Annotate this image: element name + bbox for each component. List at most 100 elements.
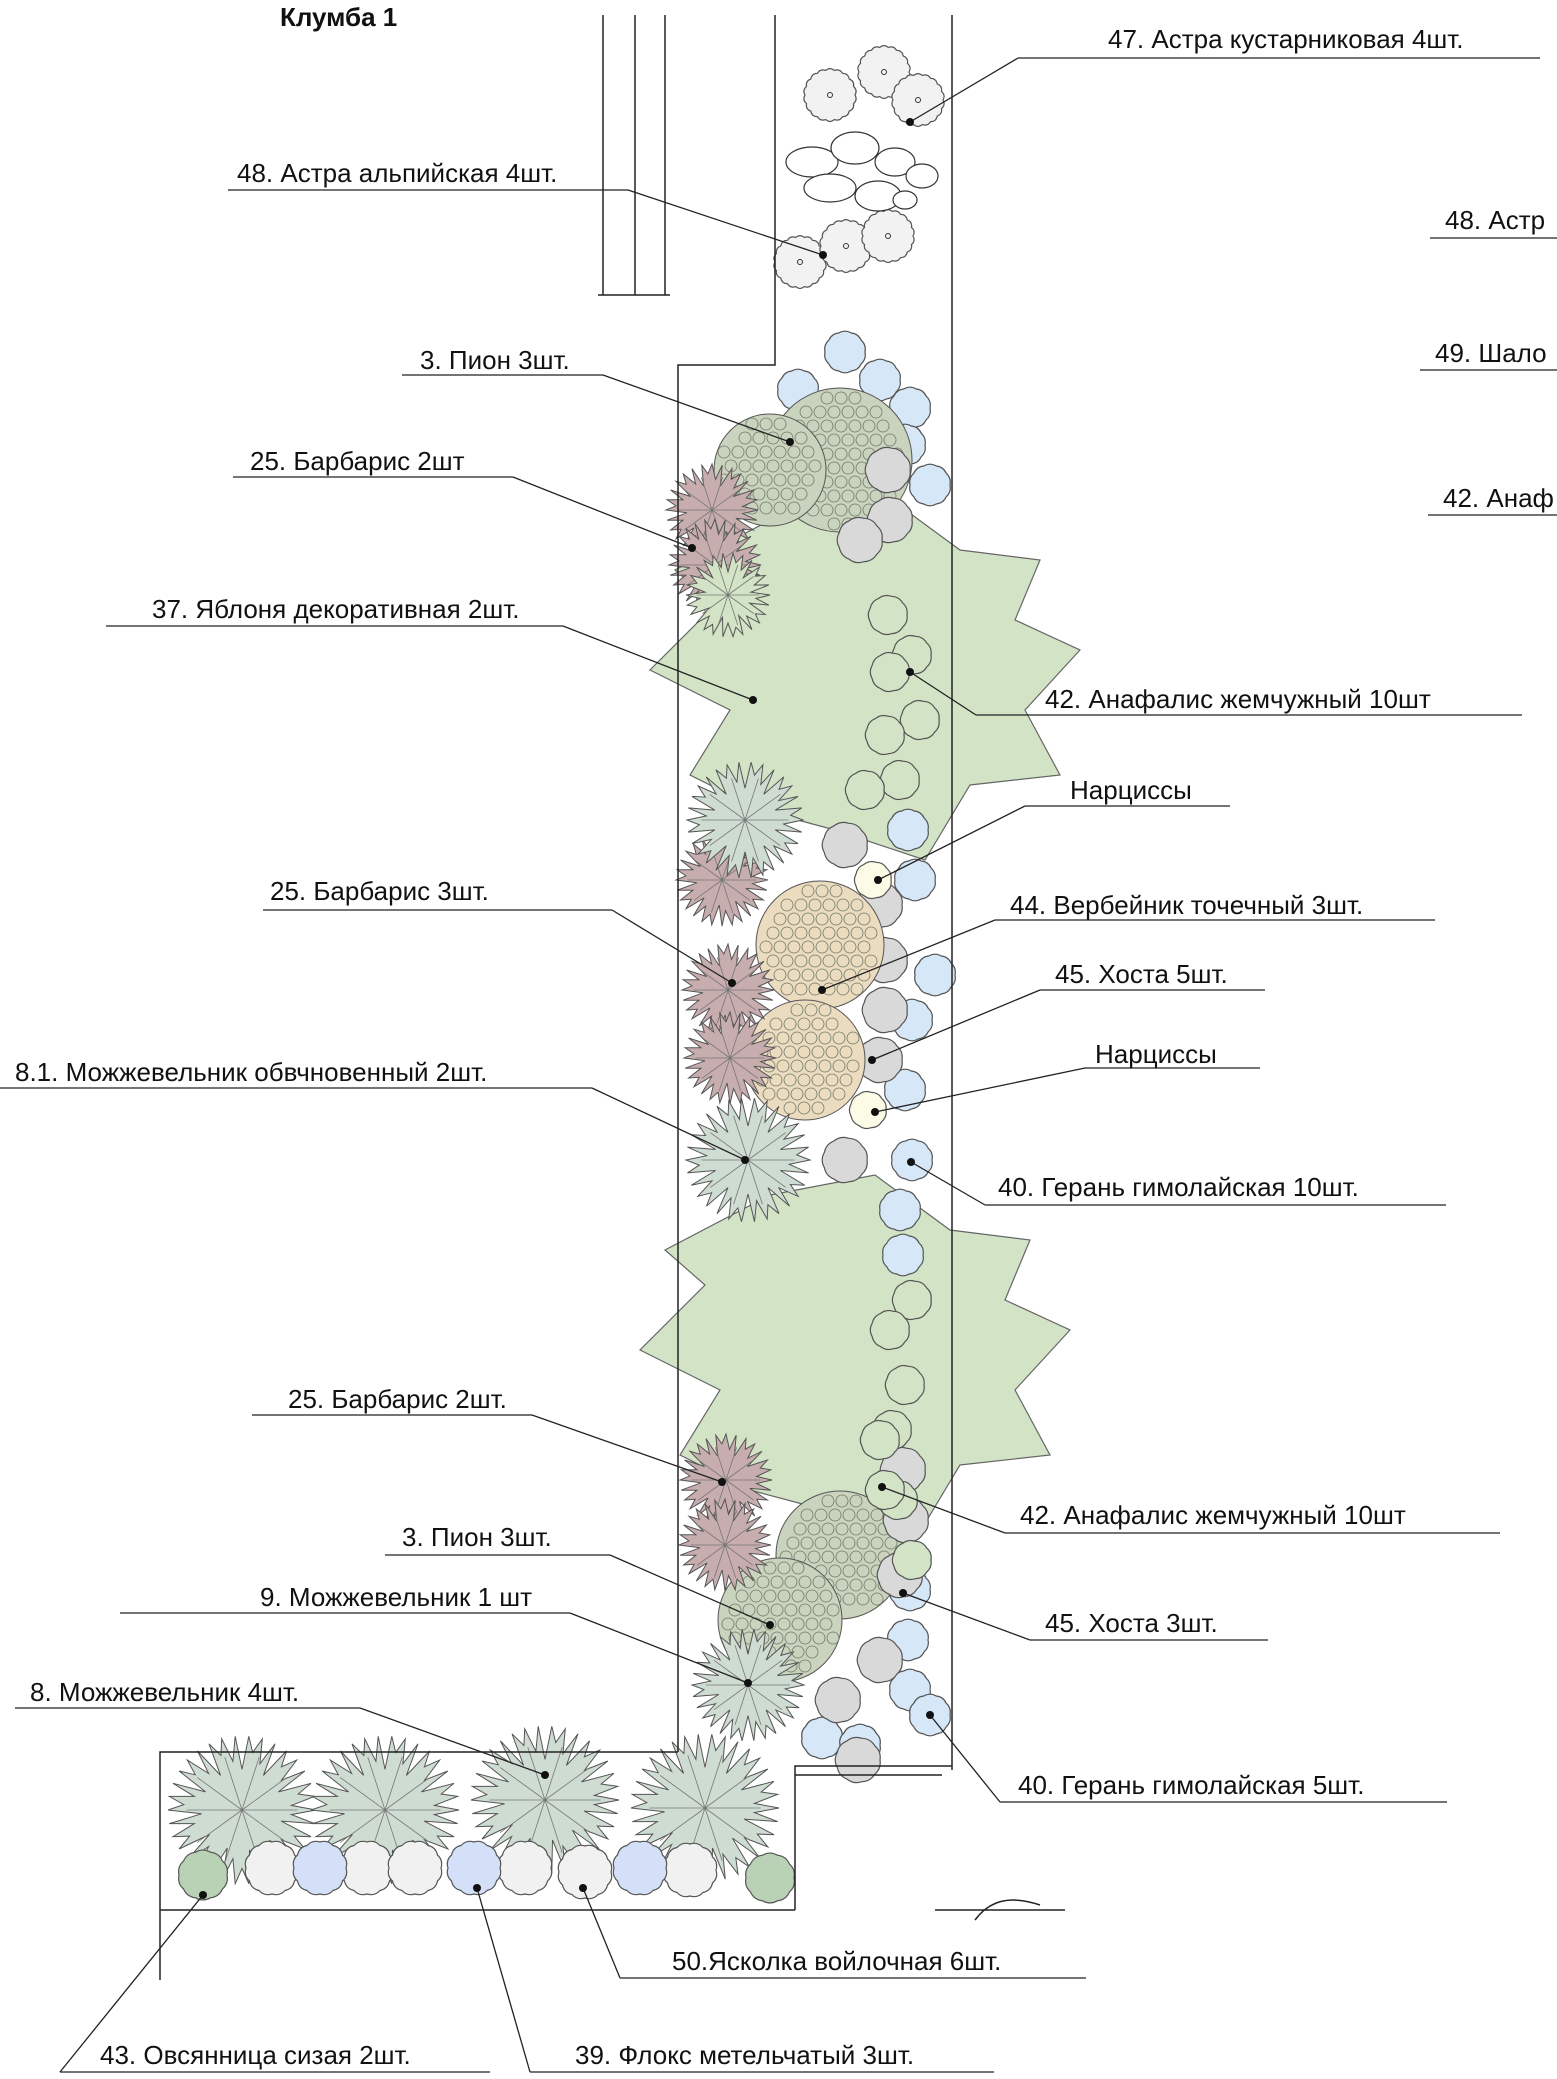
peony-cluster-cell [834,391,848,405]
barberry-shrub-branch [697,1459,727,1481]
barberry-shrub-branch [683,509,713,531]
juniper-shrub-branch [747,1659,783,1686]
leader-dot [541,1771,549,1779]
barberry-shrub-branch [713,1512,726,1546]
juniper-shrub-branch [704,1775,751,1809]
loosestrife-cluster-cell [787,912,801,926]
plant-label: 25. Барбарис 2шт. [288,1384,507,1414]
aster-center [843,243,849,249]
juniper-shrub-branch [339,1777,386,1811]
peony-cluster-cell [805,1589,819,1603]
peony-cluster-cell [848,391,862,405]
plant-label: 42. Анафалис жемчужный 10шт [1020,1500,1406,1530]
leader-dot [473,1884,481,1892]
corner-fragment [935,1899,1065,1921]
juniper-shrub-branch [710,1132,749,1161]
peony-cluster-cell [793,1522,807,1536]
leader-line [910,1161,986,1206]
barberry-shrub-branch [711,477,724,511]
loosestrife-cluster-cell [769,1017,783,1031]
barberry-shrub-green-branch [727,594,739,626]
cerastium-plant [557,1844,613,1900]
peony-cluster-cell [784,1575,798,1589]
juniper-shrub-branch [734,1644,749,1686]
loosestrife-cluster-cell [839,1073,853,1087]
barberry-shrub-branch [727,989,757,1011]
cerastium-plant [662,1842,718,1898]
peony-cluster-cell [777,1561,791,1575]
juniper-shrub-branch [339,1809,386,1843]
peony-cluster-cell [791,1561,805,1575]
barberry-shrub-branch [693,879,723,901]
juniper-shrub-branch [747,1115,763,1161]
peony-cluster-cell [756,1603,770,1617]
peony-cluster-cell [798,1631,812,1645]
loosestrife-cluster-cell [776,1059,790,1073]
daffodil-plant [853,860,892,900]
loosestrife-cluster-cell [843,912,857,926]
juniper-shrub-branch [384,1809,431,1843]
barberry-shrub-green-branch [727,576,754,596]
peony-cluster-cell [752,431,766,445]
loosestrife-cluster-cell [773,940,787,954]
barberry-shrub-branch [714,1447,727,1481]
peony-cluster-cell [766,459,780,473]
barberry-shrub-branch [729,1057,759,1079]
bed-left-edge [677,15,776,1752]
loosestrife-cluster-cell [790,1003,804,1017]
juniper-shrub-branch [747,1684,783,1711]
leader-dot [819,251,827,259]
plant-label: 48. Астр [1445,205,1546,235]
leader-dot [818,986,826,994]
peony-cluster-cell [780,459,794,473]
peony-cluster-cell [728,1603,742,1617]
plant-label: 9. Можжевельник 1 шт [260,1582,533,1612]
peony-cluster-cell [763,1561,777,1575]
cerastium-plant [339,1840,395,1896]
barberry-shrub-branch [721,859,751,881]
peony-cluster-cell [841,489,855,503]
peony-cluster-cell [821,1494,835,1508]
peony-cluster-cell [827,489,841,503]
leader-line [569,1612,749,1684]
loosestrife-cluster-cell [846,1031,860,1045]
barberry-shrub-branch [729,1037,759,1059]
peony-cluster-cell [819,1617,833,1631]
hosta-plant [821,821,868,869]
peony-cluster-cell [794,431,808,445]
anaphalis-plant [869,1309,910,1351]
anaphalis-plant [867,594,908,636]
juniper-shrub-branch [733,1159,749,1205]
peony-cluster-cell [876,419,890,433]
barberry-shrub-branch [724,1544,737,1578]
anaphalis-plant [899,699,940,741]
loosestrife-cluster-cell [790,1031,804,1045]
peony-cluster-cell [870,1536,884,1550]
peony-cluster-cell [791,1589,805,1603]
peony-cluster-cell [798,1603,812,1617]
peony-cluster-cell [794,487,808,501]
barberry-shrub-green-branch [727,594,754,614]
peony-cluster-cell [862,419,876,433]
peony-cluster-cell [787,473,801,487]
loosestrife-cluster-cell [776,1031,790,1045]
geranium-plant [914,953,956,997]
peony-cluster-cell [869,433,883,447]
loosestrife-cluster-cell [808,926,822,940]
peony-cluster-cell [834,447,848,461]
plants-layer [167,45,1081,1904]
juniper-shrub-branch [747,1644,762,1686]
loosestrife-cluster-cell [822,926,836,940]
loosestrife-cluster-cell [773,912,787,926]
hosta-plant [861,986,908,1034]
loosestrife-cluster-cell [843,940,857,954]
leader-line [582,1887,621,1979]
peony-cluster-cell [842,1592,856,1606]
anaphalis-plant [884,1364,925,1406]
barberry-shrub-branch [700,477,713,511]
leader-dot [199,1891,207,1899]
peony-cluster-cell [849,1550,863,1564]
juniper-shrub-branch [709,819,746,846]
loosestrife-cluster-cell [815,912,829,926]
juniper-shrub-branch [544,1799,563,1853]
